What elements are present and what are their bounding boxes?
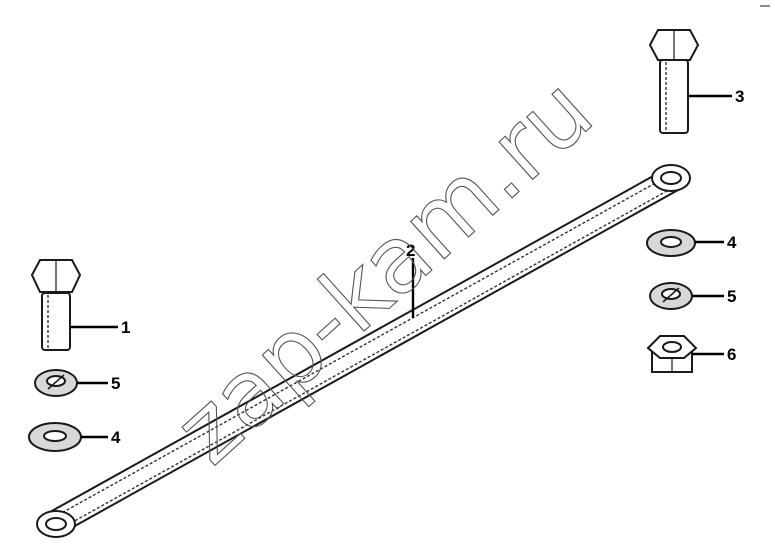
nut-part-6 [646, 335, 724, 373]
callout-4-left: 4 [111, 428, 121, 447]
callout-3: 3 [735, 87, 744, 106]
bolt-part-1 [30, 259, 118, 351]
callout-5-right: 5 [727, 287, 736, 306]
callout-4-right: 4 [727, 233, 737, 252]
watermark-text: zap-kam.ru [155, 57, 613, 484]
washer-part-4-right [646, 229, 724, 257]
bolt-part-3 [648, 29, 732, 134]
callout-2: 2 [406, 241, 415, 260]
washer-part-4-left [28, 422, 108, 452]
spring-washer-part-5-right [649, 282, 724, 310]
tie-rod-part-2 [36, 164, 691, 538]
callout-6: 6 [727, 345, 736, 364]
callout-1: 1 [121, 318, 130, 337]
spring-washer-part-5-left [34, 369, 108, 397]
callout-5-left: 5 [111, 374, 120, 393]
